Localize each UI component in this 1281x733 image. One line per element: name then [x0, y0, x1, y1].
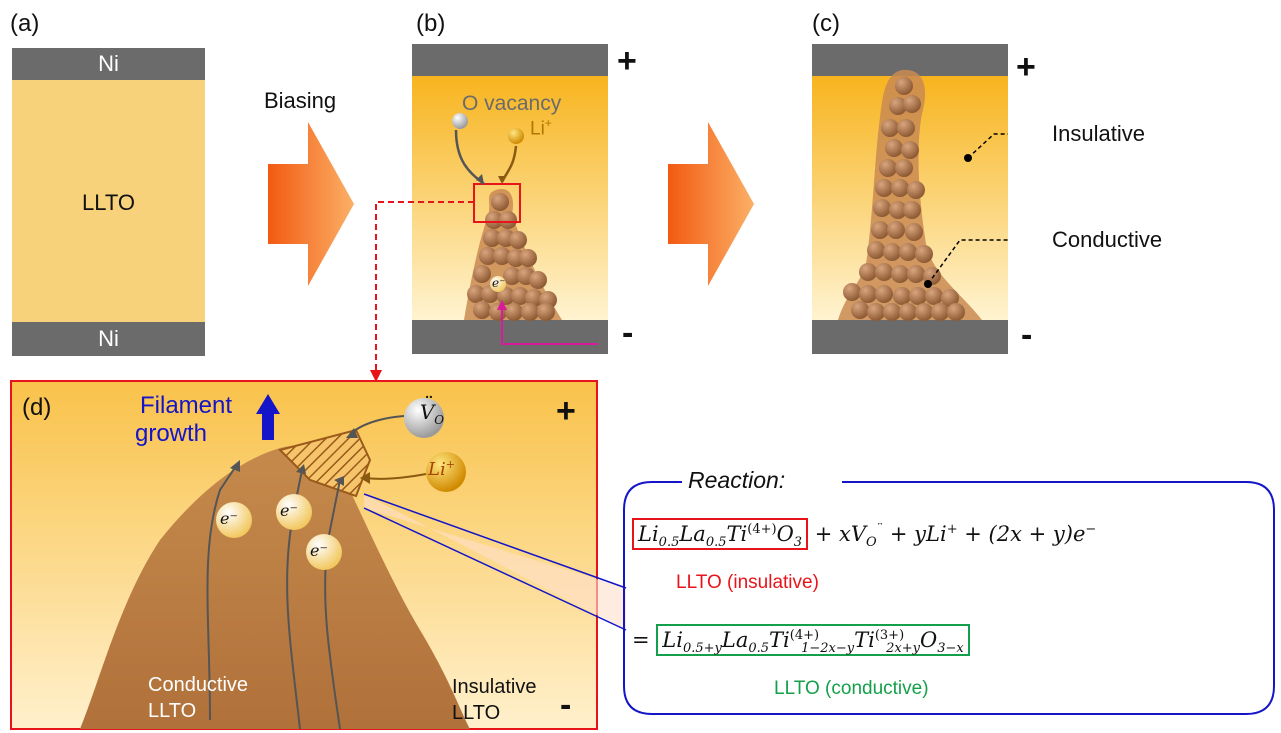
o-vacancy-label: O vacancy [462, 92, 562, 115]
li-charge-d: + [445, 458, 455, 471]
insulative-line2: LLTO [452, 702, 501, 724]
panel-c-plus: + [1016, 48, 1036, 86]
insulative-llto-label: Insulative LLTO [452, 674, 537, 726]
electron-b: e⁻ [492, 276, 506, 290]
panel-a-label: (a) [10, 10, 40, 37]
conductive-line2: LLTO [148, 700, 197, 722]
conductive-label-c: Conductive [1052, 227, 1163, 252]
reaction-zoom-lines [363, 493, 627, 631]
filament-growth-label: Filament growth [135, 392, 233, 448]
reaction-box [623, 481, 1275, 715]
ni-top-label: Ni [98, 51, 119, 76]
li-symbol-d: Li [428, 459, 446, 480]
electron-d-3: e⁻ [310, 541, 328, 560]
panel-b-minus: - [622, 314, 634, 352]
panel-b-plus: + [617, 42, 637, 80]
ni-bottom-label: Ni [98, 326, 119, 351]
li-bubble-label: Li+ [428, 458, 455, 480]
reaction-line-2: = Li0.5+yLa0.5Ti(4+)1−2x−yTi(3+)2x+yO3−x [632, 624, 970, 656]
llto-insulative-formula: Li0.5La0.5Ti(4+)O3 [632, 518, 809, 550]
vo-bubble-label: VO ¨ [412, 392, 452, 427]
llto-body-label: LLTO [82, 190, 135, 215]
reaction-title: Reaction: [688, 467, 786, 493]
panel-c-label: (c) [812, 10, 840, 37]
li-ion-label-b: Li+ [530, 116, 552, 140]
filament-line2: growth [134, 420, 208, 447]
conductive-llto-label: Conductive LLTO [148, 672, 248, 724]
vo-symbol: V [419, 400, 435, 424]
electron-d-1: e⁻ [220, 509, 238, 528]
vo-dots: ¨ [424, 392, 434, 416]
llto-conductive-formula: Li0.5+yLa0.5Ti(4+)1−2x−yTi(3+)2x+yO3−x [656, 624, 970, 656]
biasing-arrow-icon [268, 122, 354, 286]
panel-c-device [812, 44, 1008, 354]
li-ion-text: Li [530, 118, 545, 140]
llto-slab-a [12, 80, 205, 322]
biasing-label: Biasing [264, 88, 337, 113]
growth-arrow-icon [668, 122, 754, 286]
reaction-line-1: Li0.5La0.5Ti(4+)O3 + xVO¨ + yLi+ + (2x +… [632, 518, 1096, 550]
insulative-line1: Insulative [452, 676, 537, 698]
electron-d-2: e⁻ [280, 501, 298, 520]
conductive-line1: Conductive [148, 674, 249, 696]
insulative-label-c: Insulative [1052, 121, 1145, 146]
panel-d-label: (d) [22, 394, 52, 421]
panel-b-label: (b) [416, 10, 446, 37]
panel-c-minus: - [1021, 316, 1033, 354]
vo-sub: O [434, 413, 445, 427]
filament-line1: Filament [140, 392, 233, 419]
li-ion-charge: + [544, 116, 552, 130]
ni-bottom-electrode: Ni [12, 322, 205, 356]
panel-b-device [412, 44, 608, 354]
llto-conductive-label: LLTO (conductive) [774, 678, 929, 699]
panel-d-plus: + [556, 392, 576, 430]
llto-insulative-label: LLTO (insulative) [676, 572, 819, 593]
panel-d-minus: - [560, 686, 572, 724]
zoom-connector [370, 201, 474, 382]
ni-top-electrode: Ni [12, 48, 205, 80]
